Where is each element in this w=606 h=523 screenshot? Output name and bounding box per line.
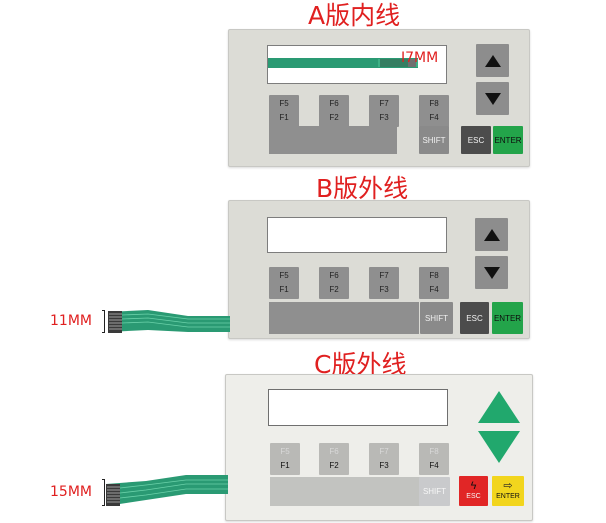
key-label-f7: F7	[379, 271, 389, 280]
up-key-a[interactable]	[476, 44, 509, 77]
key-label-f8: F8	[429, 99, 439, 108]
title-c: C版外线	[314, 350, 407, 379]
key-label-f2: F2	[329, 285, 339, 294]
external-ribbon-b	[108, 310, 230, 333]
shift-key-c[interactable]: SHIFT	[419, 477, 450, 506]
measure-label-a: I7MM	[401, 50, 439, 66]
key-label-f7: F7	[379, 99, 389, 108]
label-strip-c	[270, 477, 420, 506]
key-label-f4: F4	[429, 113, 439, 122]
key-label-f3: F3	[379, 113, 389, 122]
key-label-f2: F2	[329, 113, 339, 122]
shift-key-a[interactable]: SHIFT	[419, 126, 449, 154]
key-label-f5: F5	[279, 99, 289, 108]
triangle-up-icon	[483, 228, 500, 241]
triangle-down-icon	[484, 92, 501, 105]
enter-key-c[interactable]: ⇨ ENTER	[492, 476, 524, 506]
triangle-down-icon	[478, 431, 520, 463]
down-key-a[interactable]	[476, 82, 509, 115]
esc-key-label: ESC	[466, 493, 481, 500]
title-b: B版外线	[316, 174, 409, 203]
arrow-key-cluster-c[interactable]	[474, 389, 524, 465]
external-ribbon-c	[106, 475, 228, 506]
display-window-c	[268, 389, 448, 426]
key-label-f4: F4	[429, 461, 439, 470]
enter-key-a[interactable]: ENTER	[493, 126, 523, 154]
key-label-f2: F2	[329, 461, 339, 470]
key-label-f6: F6	[329, 271, 339, 280]
key-label-f1: F1	[279, 285, 289, 294]
internal-ribbon-a	[268, 58, 418, 68]
esc-key-c[interactable]: ϟ ESC	[459, 476, 488, 506]
key-label-f6: F6	[329, 447, 339, 456]
measure-label-b: 11MM	[50, 313, 92, 329]
lightning-icon: ϟ	[470, 480, 477, 492]
key-label-f3: F3	[379, 461, 389, 470]
key-label-f7: F7	[379, 447, 389, 456]
up-key-b[interactable]	[475, 218, 508, 251]
display-window-b	[267, 217, 447, 253]
key-label-f1: F1	[280, 461, 290, 470]
down-key-b[interactable]	[475, 256, 508, 289]
measure-bracket-b	[102, 310, 105, 333]
enter-key-b[interactable]: ENTER	[492, 302, 523, 334]
key-label-f5: F5	[280, 447, 290, 456]
key-label-f8: F8	[429, 271, 439, 280]
label-strip-a	[269, 126, 397, 154]
enter-key-label: ENTER	[496, 493, 520, 500]
key-label-f5: F5	[279, 271, 289, 280]
measure-label-c: 15MM	[50, 484, 92, 500]
triangle-down-icon	[483, 266, 500, 279]
triangle-up-icon	[484, 54, 501, 67]
title-a: A版内线	[308, 1, 401, 30]
shift-key-b[interactable]: SHIFT	[420, 302, 453, 334]
key-label-f1: F1	[279, 113, 289, 122]
key-label-f3: F3	[379, 285, 389, 294]
display-window-a	[267, 45, 447, 84]
esc-key-b[interactable]: ESC	[460, 302, 489, 334]
key-label-f6: F6	[329, 99, 339, 108]
key-label-f8: F8	[429, 447, 439, 456]
triangle-up-icon	[478, 391, 520, 423]
measure-bracket-c	[102, 479, 105, 506]
enter-arrow-icon: ⇨	[503, 480, 513, 492]
esc-key-a[interactable]: ESC	[461, 126, 491, 154]
label-strip-b	[269, 302, 419, 334]
key-label-f4: F4	[429, 285, 439, 294]
